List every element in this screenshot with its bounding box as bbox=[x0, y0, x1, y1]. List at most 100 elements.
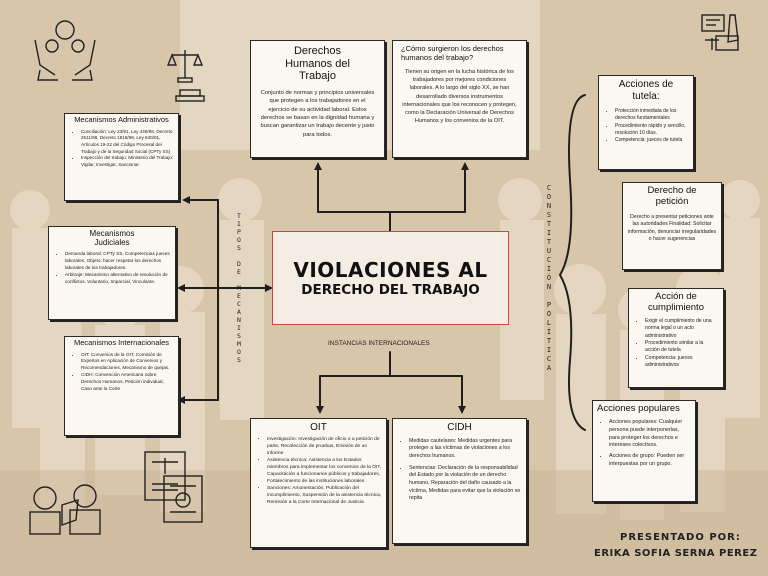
oit-item: Asistencia técnica: Asistencia a los Est… bbox=[267, 457, 382, 485]
cumplimiento-box: Acción de cumplimiento Exigir el cumplim… bbox=[628, 288, 724, 388]
vertical-letter: Ó bbox=[546, 274, 552, 282]
vertical-letter: N bbox=[546, 283, 552, 291]
mec-judic-title: Mecanismos Judiciales bbox=[89, 229, 135, 248]
derechos-humanos-title: Derechos Humanos del Trabajo bbox=[285, 45, 350, 83]
main-title-line1: VIOLACIONES AL bbox=[293, 258, 488, 282]
vertical-letter: T bbox=[546, 220, 552, 228]
oit-item: Sanciones: Amonestación, Publicación del… bbox=[267, 485, 382, 506]
vertical-letter: A bbox=[237, 308, 241, 316]
oit-box: OIT Investigación: Investigación de ofic… bbox=[250, 418, 387, 548]
presentado-por: PRESENTADO POR: bbox=[620, 532, 741, 543]
mec-intl-item: CIDH: Convención Americana sobre Derecho… bbox=[81, 372, 174, 392]
vertical-letter: O bbox=[546, 310, 552, 318]
populares-item: Acciones de grupo: Pueden ser interpuest… bbox=[609, 453, 691, 469]
mec-intl-title: Mecanismos Internacionales bbox=[73, 338, 170, 347]
vertical-letter: S bbox=[237, 332, 241, 340]
cidh-box: CIDH Medidas cautelares: Medidas urgente… bbox=[392, 418, 527, 544]
certificate-icon bbox=[163, 475, 203, 523]
vertical-letter: E bbox=[237, 292, 241, 300]
vertical-letter: I bbox=[546, 229, 552, 237]
vertical-letter: I bbox=[546, 265, 552, 273]
vertical-letter: I bbox=[237, 324, 241, 332]
main-title-line2: DERECHO DEL TRABAJO bbox=[301, 282, 480, 298]
vertical-letter: A bbox=[546, 364, 552, 372]
mecanismos-administrativos-box: Mecanismos Administrativos Conciliación:… bbox=[64, 113, 179, 201]
vertical-letter: I bbox=[546, 346, 552, 354]
como-surgieron-title: ¿Cómo surgieron los derechos humanos del… bbox=[401, 44, 504, 62]
vertical-letter: S bbox=[237, 244, 241, 252]
vertical-letter bbox=[544, 292, 554, 301]
derechos-humanos-body: Conjunto de normas y principios universa… bbox=[260, 89, 375, 138]
vertical-letter: N bbox=[546, 202, 552, 210]
tutela-box: Acciones de tutela: Protección inmediata… bbox=[598, 75, 694, 170]
vertical-letter: S bbox=[237, 356, 241, 364]
vertical-letter: C bbox=[237, 300, 241, 308]
vertical-letter bbox=[234, 252, 244, 260]
vertical-letter: U bbox=[546, 247, 552, 255]
populares-box: Acciones populares Acciones populares: C… bbox=[592, 400, 696, 502]
peticion-title: Derecho de petición bbox=[647, 185, 697, 207]
vertical-letter: C bbox=[546, 355, 552, 363]
vertical-letter: T bbox=[546, 238, 552, 246]
vertical-letter: I bbox=[237, 220, 241, 228]
instancias-label: INSTANCIAS INTERNACIONALES bbox=[328, 340, 430, 347]
tutela-item: Procedimiento rápido y sencillo, resoluc… bbox=[615, 123, 689, 138]
vertical-letter: P bbox=[546, 301, 552, 309]
cumplimiento-item: Competencia: jueces administrativos bbox=[645, 355, 719, 370]
mec-judic-item: Demanda laboral: CPTy SS, Competencias j… bbox=[65, 251, 171, 271]
small-scale-icon bbox=[705, 38, 719, 50]
populares-item: Acciones populares: Cualquier persona pu… bbox=[609, 419, 691, 450]
vertical-letter: P bbox=[237, 228, 241, 236]
vertical-letter: O bbox=[237, 236, 241, 244]
populares-title: Acciones populares bbox=[597, 403, 680, 414]
tutela-item: Competencia: jueces de tutela bbox=[615, 137, 689, 144]
vertical-letter bbox=[234, 276, 244, 284]
vertical-letter: M bbox=[237, 284, 241, 292]
vertical-letter: C bbox=[546, 184, 552, 192]
vertical-letter: T bbox=[546, 337, 552, 345]
vertical-letter: N bbox=[237, 316, 241, 324]
mec-judic-item: Arbitraje: Mecanismo alternativo de reso… bbox=[65, 272, 171, 286]
mec-admin-title: Mecanismos Administrativos bbox=[74, 115, 169, 124]
vertical-letter: Í bbox=[546, 328, 552, 336]
mec-admin-item: Conciliación: Ley 23/91, Ley 446/98, Dec… bbox=[81, 129, 174, 156]
tutela-title: Acciones de tutela: bbox=[618, 79, 674, 102]
mecanismos-judiciales-box: Mecanismos Judiciales Demanda laboral: C… bbox=[48, 226, 176, 320]
mec-admin-item: Inspección del trabajo: Ministerio del T… bbox=[81, 155, 174, 168]
derechos-humanos-box: Derechos Humanos del Trabajo Conjunto de… bbox=[250, 40, 385, 158]
hands-money-icon bbox=[34, 20, 96, 81]
author-name: ERIKA SOFIA SERNA PEREZ bbox=[594, 548, 758, 559]
document-scale-icon bbox=[144, 451, 186, 501]
peticion-body: Derecho a presentar peticiones ante las … bbox=[627, 213, 717, 243]
oit-item: Investigación: Investigación de oficio o… bbox=[267, 436, 382, 457]
oit-title: OIT bbox=[310, 422, 327, 433]
cumplimiento-item: Exigir el cumplimiento de una norma lega… bbox=[645, 318, 719, 340]
vertical-letter: E bbox=[237, 268, 241, 276]
mec-intl-item: OIT: Convenios de la OIT, Comisión de Ex… bbox=[81, 352, 174, 372]
mecanismos-internacionales-box: Mecanismos Internacionales OIT: Convenio… bbox=[64, 336, 179, 436]
como-surgieron-box: ¿Cómo surgieron los derechos humanos del… bbox=[392, 40, 527, 158]
vertical-letter: S bbox=[546, 211, 552, 219]
tutela-item: Protección inmediata de los derechos fun… bbox=[615, 108, 689, 123]
cumplimiento-title: Acción de cumplimiento bbox=[648, 291, 704, 313]
vertical-letter: M bbox=[237, 340, 241, 348]
vertical-letter: L bbox=[546, 319, 552, 327]
vertical-letter: O bbox=[237, 348, 241, 356]
peticion-box: Derecho de petición Derecho a presentar … bbox=[622, 182, 722, 270]
students-icon bbox=[29, 484, 101, 535]
contract-hand-icon bbox=[701, 14, 739, 51]
scales-icon bbox=[166, 50, 204, 83]
cidh-item: Medidas cautelares: Medidas urgentes par… bbox=[409, 438, 522, 461]
cidh-item: Sentencias: Declaración de la responsabi… bbox=[409, 465, 522, 503]
cumplimiento-item: Procedimiento similar a la acción de tut… bbox=[645, 340, 719, 355]
gavel-icon bbox=[175, 89, 205, 102]
vertical-letter: T bbox=[237, 212, 241, 220]
vertical-letter: O bbox=[546, 193, 552, 201]
main-title-box: VIOLACIONES AL DERECHO DEL TRABAJO bbox=[272, 231, 509, 325]
vertical-letter: D bbox=[237, 260, 241, 268]
cidh-title: CIDH bbox=[447, 422, 472, 433]
